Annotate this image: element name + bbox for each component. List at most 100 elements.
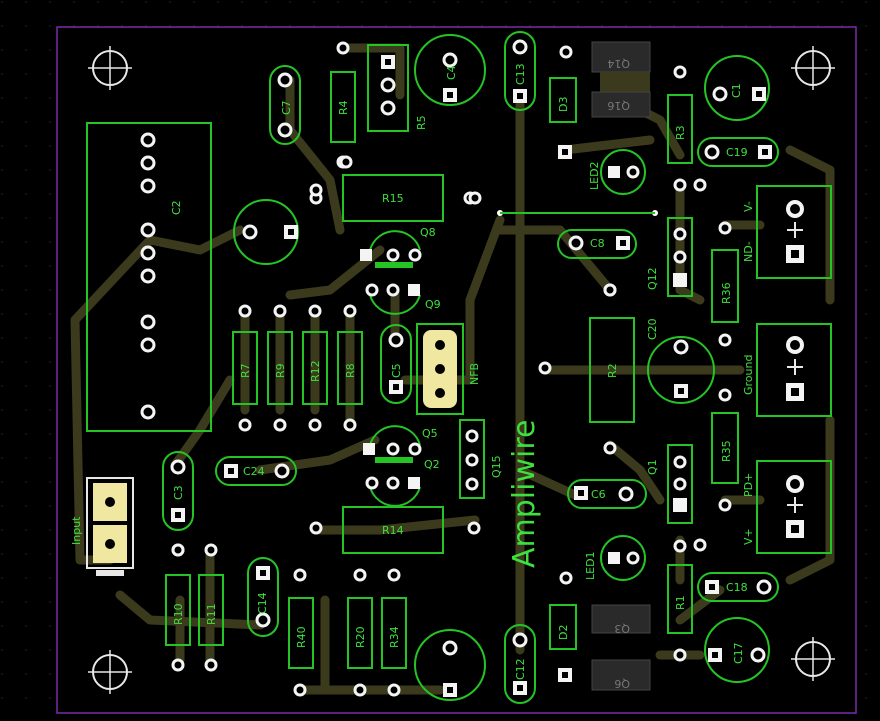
t-bot-b-label: Q6 [614, 677, 630, 690]
mounting-hole-icon [791, 637, 835, 681]
r14-resistor: R14 [309, 506, 481, 554]
led1-label: LED1 [584, 551, 597, 580]
c14-capacitor: C14 [247, 557, 279, 637]
r3-resistor: R3 [667, 65, 693, 192]
c8-capacitor: C8 [557, 229, 637, 259]
top-power-transistor-a: Q14 [591, 41, 651, 92]
c3-label: C3 [172, 485, 185, 500]
r10-label: R10 [172, 603, 185, 625]
q8-label: Q8 [420, 226, 436, 239]
r35-label: R35 [720, 440, 733, 462]
c-left-electrolytic [233, 199, 299, 265]
c3-capacitor: C3 [162, 451, 194, 531]
r36-resistor: R36 [711, 221, 739, 347]
d2-label: D2 [557, 625, 570, 640]
c2-capacitor: C2 [86, 122, 212, 432]
r20-label: R20 [354, 626, 367, 648]
q15-transistor: Q15 [459, 419, 503, 499]
input-connector: Input [70, 477, 134, 576]
c14-label: C14 [256, 592, 269, 614]
q1-transistor: Q1 [646, 444, 693, 524]
mounting-hole-icon [791, 46, 835, 90]
top-power-transistor-b: Q16 [591, 91, 651, 118]
c2-label: C2 [170, 200, 183, 215]
c7-capacitor: C7 [269, 65, 301, 145]
c6-label: C6 [591, 488, 606, 501]
c24-capacitor: C24 [215, 456, 297, 486]
r2-label: R2 [606, 363, 619, 378]
copper-traces [70, 43, 835, 695]
r5-trimmer: R5 [367, 44, 428, 132]
r9-resistor: R9 [267, 331, 293, 405]
c5-capacitor: C5 [380, 324, 412, 404]
c7-label: C7 [280, 100, 293, 115]
r12-resistor: R12 [302, 331, 328, 405]
c13-capacitor: C13 [504, 31, 536, 111]
gnd-minus-label: ND- [742, 241, 755, 262]
bottom-pad-row [293, 568, 401, 697]
t-top-a-label: Q14 [607, 57, 630, 70]
r1-label: R1 [674, 595, 687, 610]
r34-resistor: R34 [381, 597, 407, 669]
q9-label: Q9 [425, 298, 441, 311]
q12-label: Q12 [646, 267, 659, 290]
r36-label: R36 [720, 282, 733, 304]
r11-label: R11 [205, 603, 218, 625]
q9-transistor: Q9 [365, 283, 441, 315]
c5-label: C5 [390, 363, 403, 378]
c16-label: C1 [730, 83, 743, 98]
c18-label: C18 [726, 581, 748, 594]
r34-label: R34 [388, 626, 401, 648]
r4-label: R4 [337, 100, 350, 115]
r35-resistor: R35 [711, 388, 739, 512]
c24-label: C24 [243, 465, 265, 478]
nfb-jumper: NFB [416, 323, 481, 415]
d2-diode: D2 [549, 571, 577, 682]
power-connector-top: V- ND- [742, 185, 832, 279]
c17-label: C17 [732, 642, 745, 664]
c12-capacitor: C12 [504, 624, 536, 704]
power-connector-middle: Ground [742, 323, 832, 417]
nfb-label: NFB [468, 363, 481, 385]
bottom-power-transistor-a: Q3 [591, 604, 651, 635]
r8-resistor: R8 [337, 331, 363, 405]
via-pads [171, 155, 707, 557]
led1: LED1 [584, 535, 646, 581]
c16-capacitor: C1 [704, 55, 770, 121]
input-label: Input [70, 516, 83, 545]
r5-label: R5 [415, 115, 428, 130]
r7-resistor: R7 [232, 331, 258, 405]
q1-label: Q1 [646, 459, 659, 475]
bottom-power-transistor-b: Q6 [591, 659, 651, 691]
ground-label: Ground [742, 355, 755, 395]
c-bottom-electrolytic [414, 629, 486, 701]
r8-label: R8 [344, 363, 357, 378]
c17-capacitor: C17 [704, 617, 770, 683]
t-top-b-label: Q16 [607, 99, 630, 112]
resistor-pad-row-bottom [238, 418, 357, 432]
r15-label: R15 [382, 192, 404, 205]
c6-capacitor: C6 [567, 479, 647, 509]
c-top-electrolytic: C4 [414, 34, 486, 106]
c18-capacitor: C18 [697, 572, 779, 602]
d3-diode: D3 [549, 45, 577, 159]
c8-label: C8 [590, 237, 605, 250]
q8-transistor: Q8 [360, 226, 436, 268]
r3-label: R3 [674, 125, 687, 140]
q12-transistor: Q12 [646, 217, 693, 297]
c20-label: C20 [646, 318, 659, 340]
r9-label: R9 [274, 363, 287, 378]
t-bot-a-label: Q3 [614, 622, 630, 635]
q15-label: Q15 [490, 455, 503, 478]
q5-transistor: Q5 [363, 425, 438, 463]
c-top-label: C4 [445, 65, 458, 80]
c19-capacitor: C19 [697, 137, 779, 167]
d3-label: D3 [557, 97, 570, 112]
c19-label: C19 [726, 146, 748, 159]
r12-label: R12 [309, 360, 322, 382]
r20-resistor: R20 [347, 597, 373, 669]
r7-label: R7 [239, 363, 252, 378]
q2-label: Q2 [424, 458, 440, 471]
q5-label: Q5 [422, 427, 438, 440]
